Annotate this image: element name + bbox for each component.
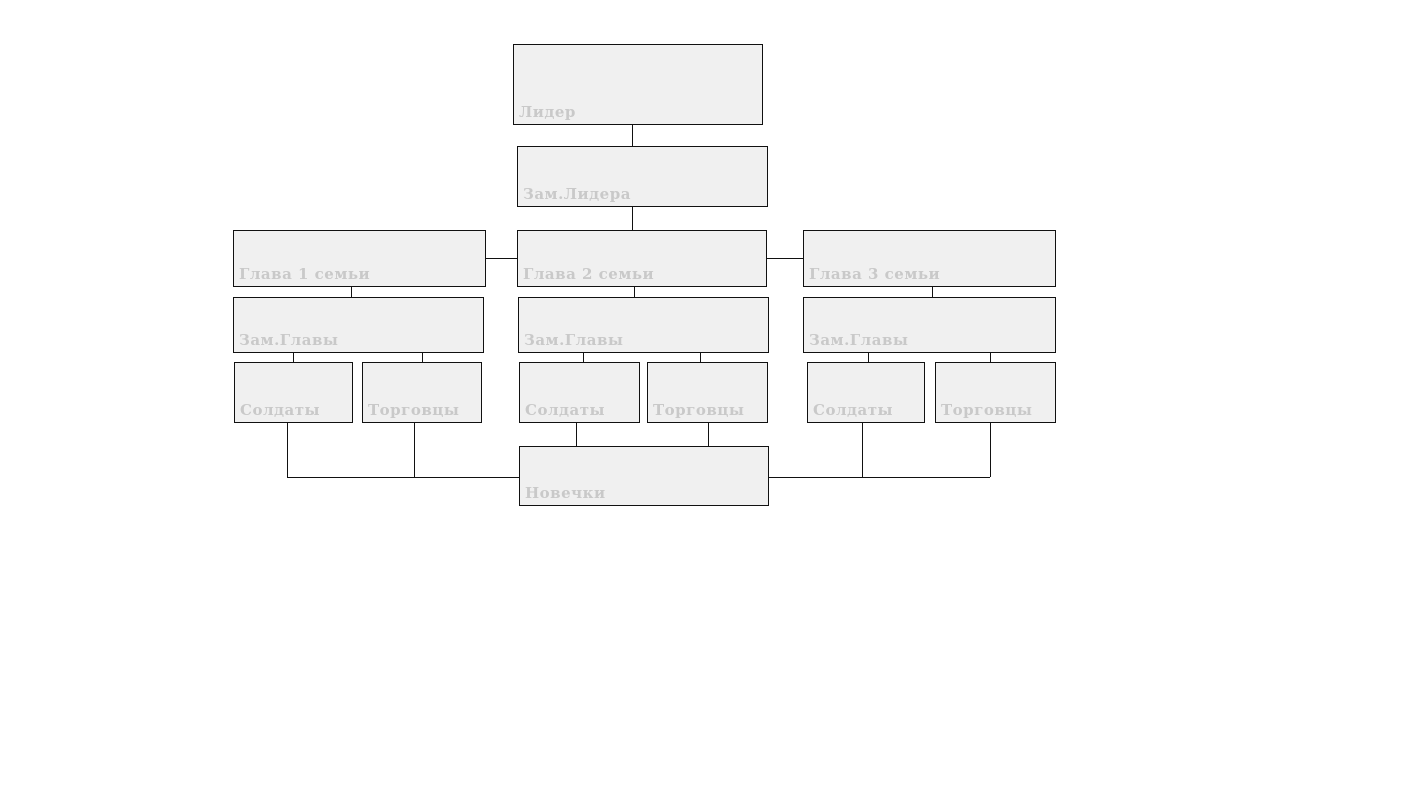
connector-line xyxy=(769,477,990,478)
org-node-traders-2[interactable]: Торговцы xyxy=(647,362,768,423)
connector-line xyxy=(932,287,933,297)
connector-line xyxy=(576,423,577,446)
org-node-label: Новечки xyxy=(525,484,606,502)
connector-line xyxy=(862,423,863,477)
org-node-newbies[interactable]: Новечки xyxy=(519,446,769,506)
connector-line xyxy=(634,287,635,297)
org-node-deputy-head-2[interactable]: Зам.Главы xyxy=(518,297,769,353)
org-node-label: Глава 3 семьи xyxy=(809,265,941,283)
connector-line xyxy=(868,353,869,362)
connector-line xyxy=(287,423,288,477)
connector-line xyxy=(632,207,633,230)
connector-line xyxy=(422,353,423,362)
org-node-deputy-leader[interactable]: Зам.Лидера xyxy=(517,146,768,207)
org-node-soldiers-2[interactable]: Солдаты xyxy=(519,362,640,423)
org-node-leader[interactable]: Лидер xyxy=(513,44,763,125)
connector-line xyxy=(708,423,709,446)
org-node-label: Торговцы xyxy=(653,401,745,419)
connector-line xyxy=(293,353,294,362)
org-node-family-1-head[interactable]: Глава 1 семьи xyxy=(233,230,486,287)
org-node-family-2-head[interactable]: Глава 2 семьи xyxy=(517,230,767,287)
connector-line xyxy=(414,423,415,477)
org-node-label: Зам.Лидера xyxy=(523,185,631,203)
org-node-label: Торговцы xyxy=(941,401,1033,419)
connector-line xyxy=(287,477,519,478)
org-node-label: Солдаты xyxy=(525,401,606,419)
connector-line xyxy=(351,287,352,297)
org-node-traders-3[interactable]: Торговцы xyxy=(935,362,1056,423)
org-node-soldiers-3[interactable]: Солдаты xyxy=(807,362,925,423)
org-node-label: Зам.Главы xyxy=(524,331,624,349)
connector-line xyxy=(990,353,991,362)
org-node-label: Солдаты xyxy=(240,401,321,419)
connector-line xyxy=(700,353,701,362)
org-node-deputy-head-3[interactable]: Зам.Главы xyxy=(803,297,1056,353)
org-node-label: Лидер xyxy=(519,103,576,121)
org-node-label: Зам.Главы xyxy=(809,331,909,349)
connector-line xyxy=(486,258,517,259)
connector-line xyxy=(767,258,803,259)
org-node-label: Глава 1 семьи xyxy=(239,265,371,283)
connector-line xyxy=(583,353,584,362)
org-node-label: Солдаты xyxy=(813,401,894,419)
org-node-traders-1[interactable]: Торговцы xyxy=(362,362,482,423)
connector-line xyxy=(990,423,991,477)
org-node-label: Зам.Главы xyxy=(239,331,339,349)
org-node-soldiers-1[interactable]: Солдаты xyxy=(234,362,353,423)
org-node-family-3-head[interactable]: Глава 3 семьи xyxy=(803,230,1056,287)
connector-line xyxy=(632,125,633,146)
org-node-deputy-head-1[interactable]: Зам.Главы xyxy=(233,297,484,353)
org-node-label: Глава 2 семьи xyxy=(523,265,655,283)
org-node-label: Торговцы xyxy=(368,401,460,419)
